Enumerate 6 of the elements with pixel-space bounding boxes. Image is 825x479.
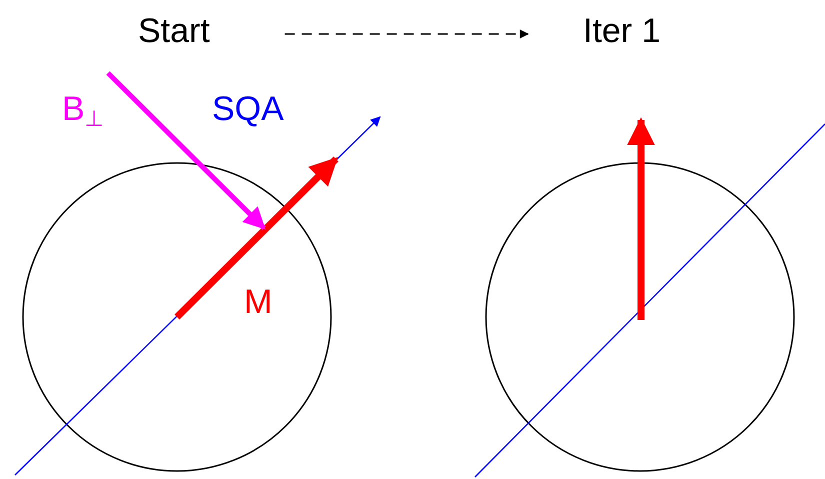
arrow bbox=[284, 30, 529, 38]
step-label: Start bbox=[138, 14, 210, 48]
vector-label: M bbox=[244, 285, 272, 319]
axis-label: SQA bbox=[212, 92, 284, 126]
step-label: Iter 1 bbox=[583, 14, 660, 48]
field-label: B$_{⊥}$ bbox=[62, 92, 104, 130]
